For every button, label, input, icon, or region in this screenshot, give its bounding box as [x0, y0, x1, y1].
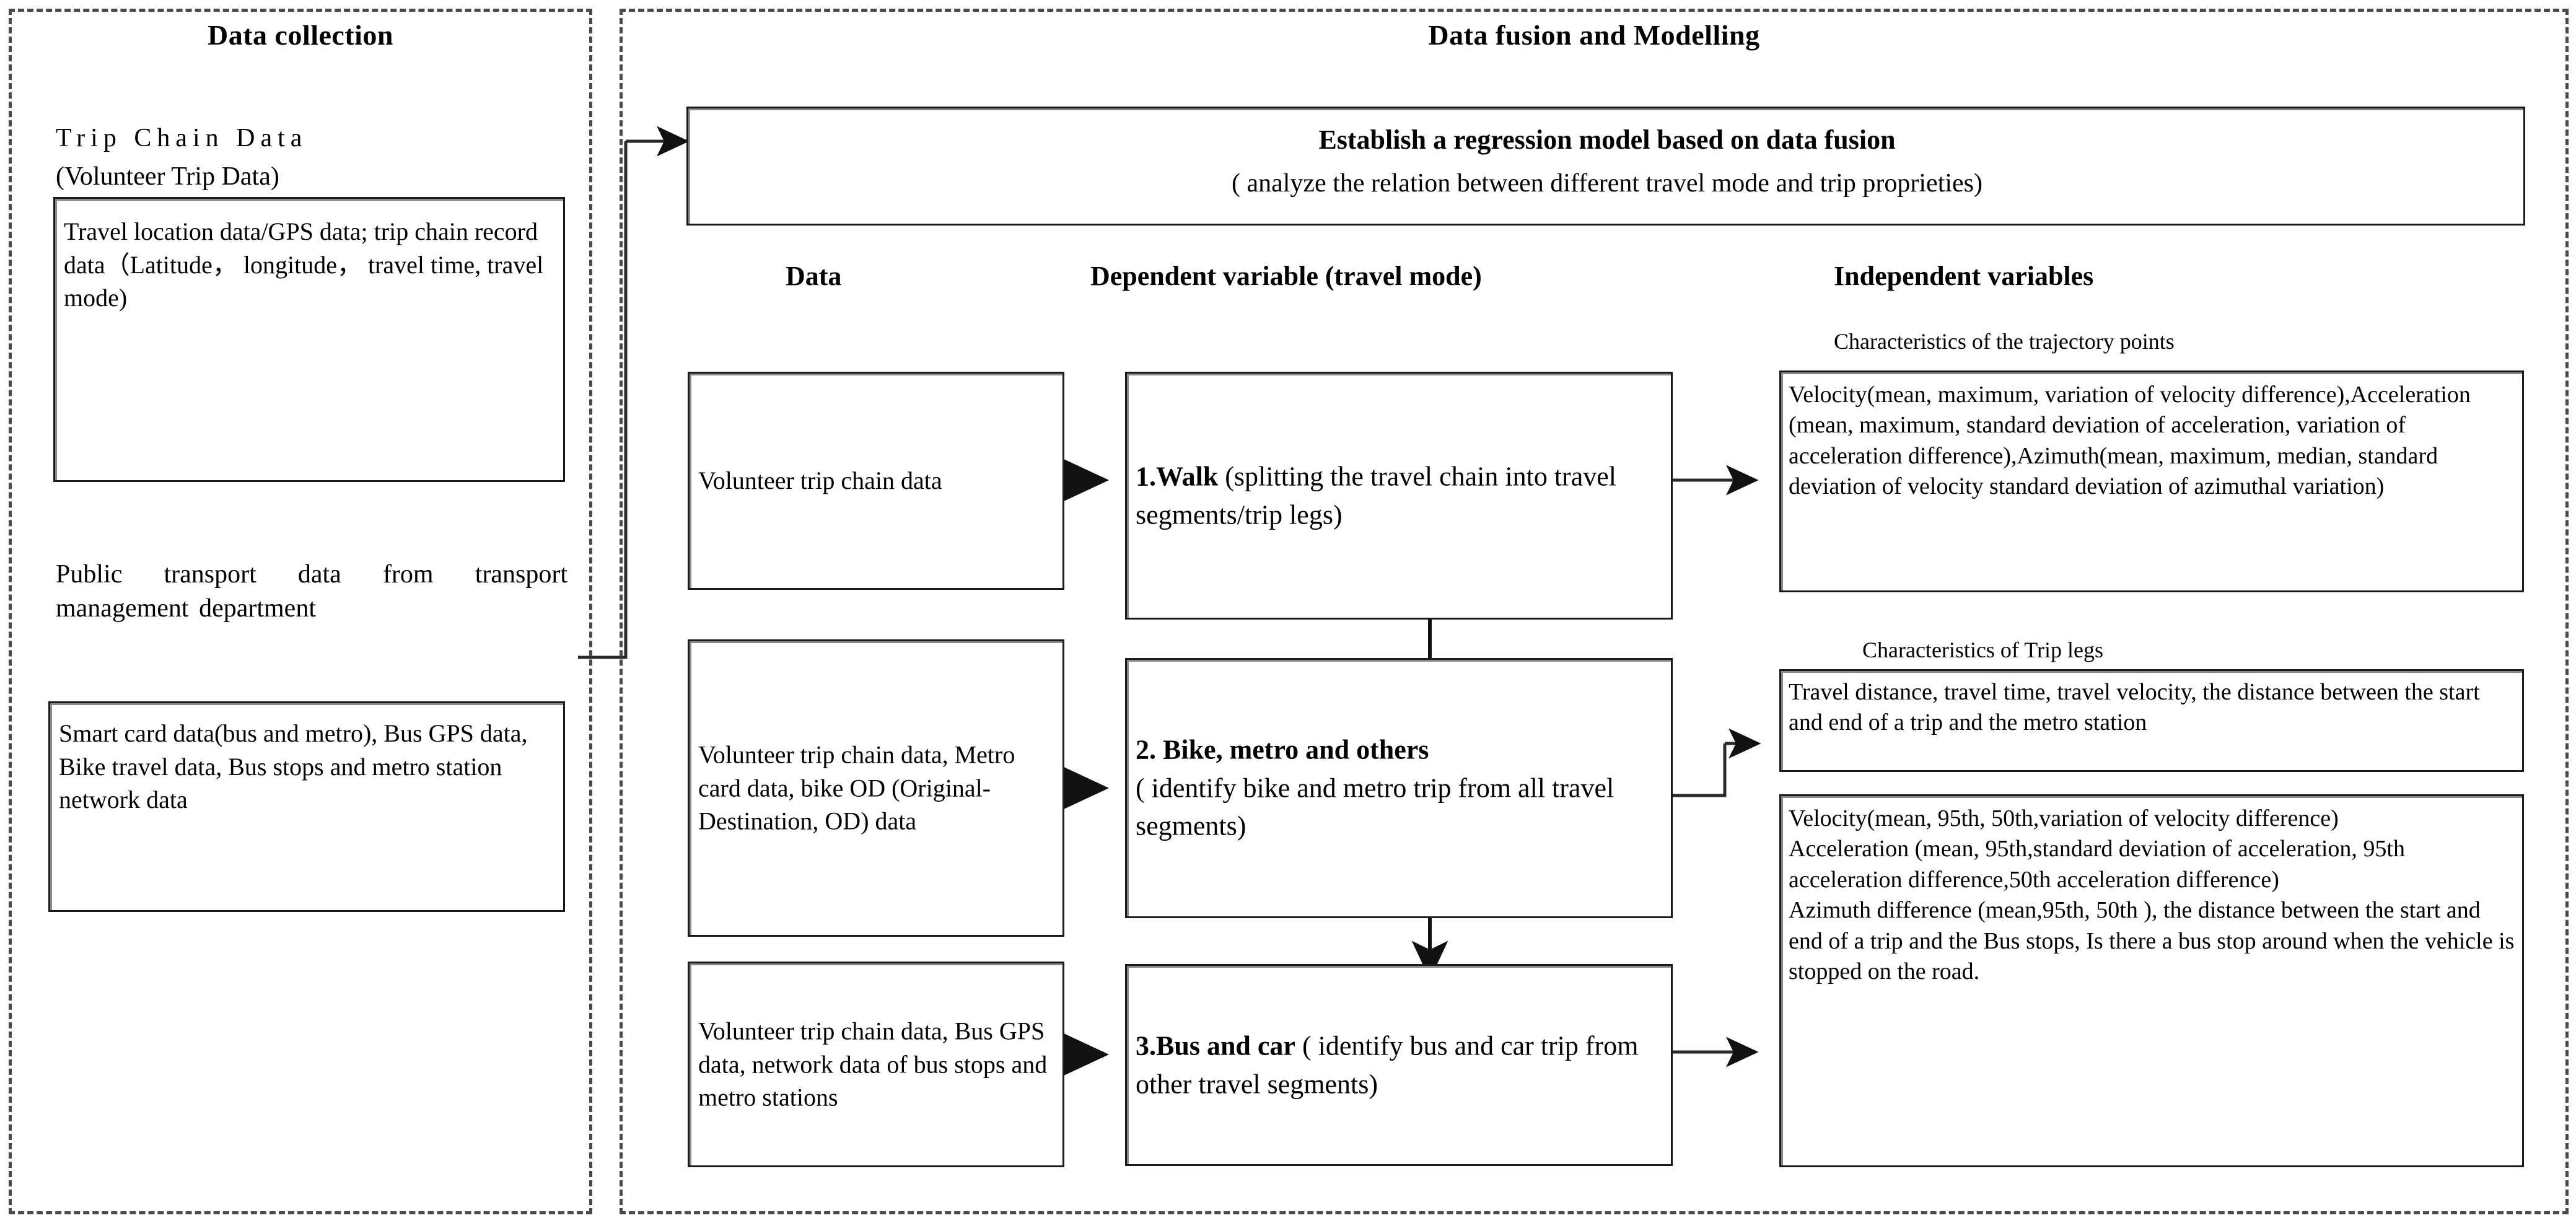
- data-box-row-1-text: Volunteer trip chain data: [698, 467, 942, 495]
- dependent-box-row-3: 3.Bus and car ( identify bus and car tri…: [1125, 964, 1673, 1166]
- dependent-box-row-2-label: 2. Bike, metro and others: [1136, 734, 1429, 765]
- dependent-box-row-3-label: 3.Bus and car: [1136, 1030, 1295, 1061]
- public-transport-data-box: Smart card data(bus and metro), Bus GPS …: [48, 701, 565, 912]
- dependent-box-row-1-label: 1.Walk: [1136, 461, 1219, 492]
- column-header-independent-variables: Independent variables: [1834, 261, 2094, 291]
- dependent-box-row-3-text: 3.Bus and car ( identify bus and car tri…: [1136, 1027, 1665, 1103]
- data-box-row-2-text: Volunteer trip chain data, Metro card da…: [698, 740, 1015, 835]
- dependent-box-row-2: 2. Bike, metro and others ( identify bike…: [1125, 658, 1673, 918]
- dependent-box-row-2-detail: ( identify bike and metro trip from all …: [1136, 773, 1614, 841]
- data-box-row-3-text: Volunteer trip chain data, Bus GPS data,…: [698, 1017, 1048, 1111]
- group-label-trip-legs: Characteristics of Trip legs: [1862, 638, 2103, 662]
- panel-title-data-collection: Data collection: [207, 19, 394, 51]
- column-header-data: Data: [786, 261, 842, 291]
- regression-model-box: Establish a regression model based on da…: [686, 107, 2525, 226]
- regression-model-subtitle: ( analyze the relation between different…: [1231, 169, 1983, 198]
- independent-box-row-1-text: Velocity(mean, maximum, variation of vel…: [1789, 382, 2471, 500]
- dependent-box-row-1-detail: (splitting the travel chain into travel …: [1136, 461, 1616, 530]
- dependent-box-row-2-text: 2. Bike, metro and others ( identify bike…: [1136, 731, 1665, 846]
- data-box-row-1: Volunteer trip chain data: [688, 372, 1064, 590]
- panel-data-collection: [9, 9, 592, 1214]
- public-transport-data-box-text: Smart card data(bus and metro), Bus GPS …: [59, 719, 528, 814]
- data-box-row-2: Volunteer trip chain data, Metro card da…: [688, 639, 1064, 937]
- group-label-trajectory-points: Characteristics of the trajectory points: [1834, 329, 2175, 354]
- independent-box-row-2: Travel distance, travel time, travel vel…: [1779, 669, 2524, 772]
- regression-model-title: Establish a regression model based on da…: [1318, 125, 1896, 155]
- panel-title-data-fusion-modelling: Data fusion and Modelling: [1428, 19, 1760, 51]
- trip-chain-data-box: Travel location data/GPS data; trip chai…: [53, 197, 565, 482]
- public-transport-caption: Public transport data from transport man…: [56, 560, 567, 623]
- column-header-dependent-variable: Dependent variable (travel mode): [1090, 261, 1482, 291]
- dependent-box-row-3-detail: ( identify bus and car trip from other t…: [1136, 1030, 1639, 1099]
- panel-data-fusion-modelling: [620, 9, 2569, 1214]
- independent-box-row-2-text: Travel distance, travel time, travel vel…: [1789, 679, 2480, 736]
- independent-box-row-3-text: Velocity(mean, 95th, 50th,variation of v…: [1789, 805, 2515, 984]
- trip-chain-data-caption-line2: (Volunteer Trip Data): [56, 162, 279, 191]
- dependent-box-row-1-text: 1.Walk (splitting the travel chain into …: [1136, 457, 1665, 533]
- independent-box-row-1: Velocity(mean, maximum, variation of vel…: [1779, 370, 2524, 592]
- dependent-box-row-1: 1.Walk (splitting the travel chain into …: [1125, 372, 1673, 620]
- trip-chain-data-caption-line1: Trip Chain Data: [56, 124, 308, 152]
- data-box-row-3: Volunteer trip chain data, Bus GPS data,…: [688, 962, 1064, 1167]
- independent-box-row-3: Velocity(mean, 95th, 50th,variation of v…: [1779, 794, 2524, 1167]
- trip-chain-data-box-text: Travel location data/GPS data; trip chai…: [64, 217, 544, 312]
